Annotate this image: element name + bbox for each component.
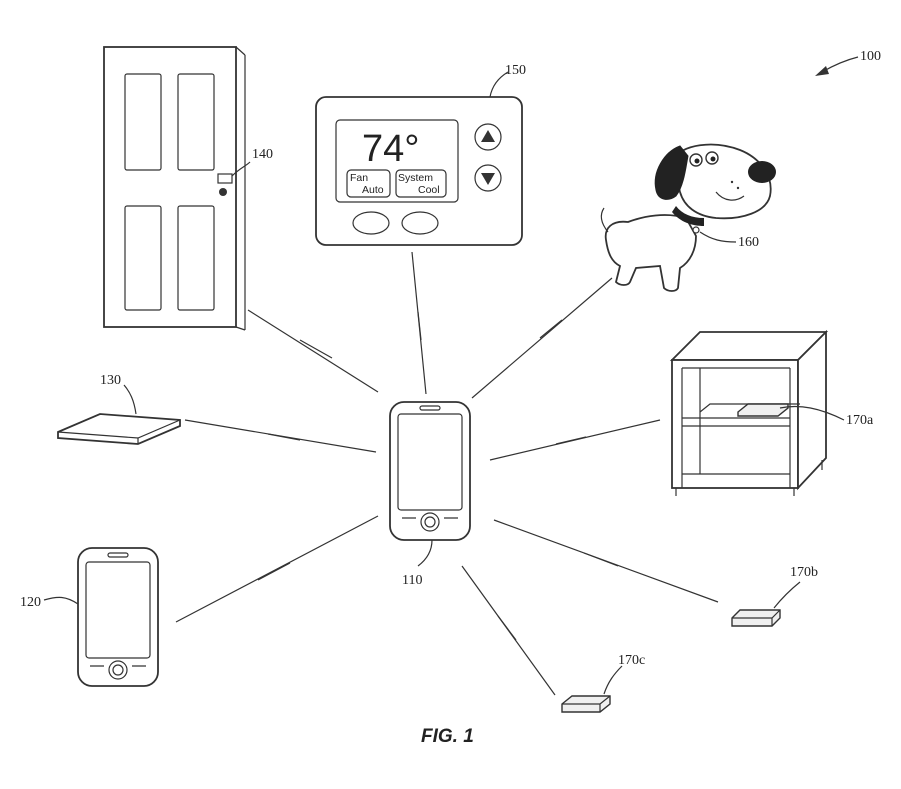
thermostat-right-button[interactable] [401,211,439,235]
ref-160: 160 [738,235,759,250]
link-dog [471,277,613,399]
system-ref-arrow [815,56,859,76]
thermostat-left-button[interactable] [352,211,390,235]
tag-170a [737,403,789,417]
door-knob [219,188,227,196]
ref-130: 130 [100,373,121,388]
triangle-up-icon [481,130,495,142]
shelf [669,329,845,496]
dog [600,143,776,292]
triangle-down-icon [481,173,495,185]
wireless-links [175,251,719,696]
figure-caption: FIG. 1 [421,726,474,747]
ref-120: 120 [20,595,41,610]
remote-phone [43,547,159,687]
link-remote-phone [175,515,379,623]
ref-140: 140 [252,147,273,162]
ref-170a: 170a [846,413,874,428]
ref-150: 150 [505,63,526,78]
ref-170b: 170b [790,565,818,580]
fan-label: Fan [350,172,368,184]
thermostat-screen [335,119,459,203]
pad [57,384,181,445]
system-value: Cool [418,184,440,196]
door-lock [217,173,233,184]
thermostat-down-button[interactable] [474,164,502,192]
hub-phone [389,401,471,567]
ref-100: 100 [860,49,881,64]
link-door [247,309,379,393]
thermostat-up-button[interactable] [474,123,502,151]
thermostat-temperature: 74° [362,128,419,170]
door [103,46,251,331]
dog-collar [672,206,704,226]
thermostat: 74° Fan Auto System Cool [315,71,523,246]
ref-170c: 170c [618,653,645,668]
tag-170b [731,581,801,627]
fan-value: Auto [362,184,384,196]
tag-170c [561,665,623,713]
system-label: System [398,172,433,184]
ref-110: 110 [402,573,422,588]
